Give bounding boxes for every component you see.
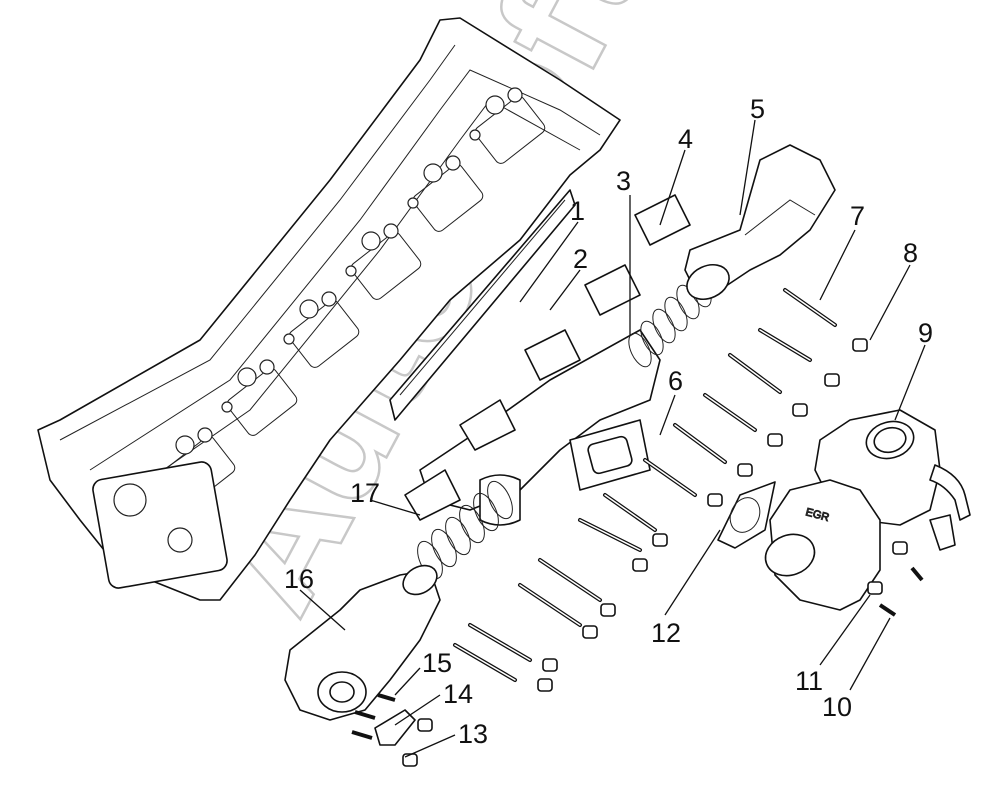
bolt-hole — [221, 401, 233, 413]
valve-hole — [485, 95, 505, 115]
callout-17: 17 — [350, 478, 380, 508]
bolt-hole — [407, 197, 419, 209]
callout-13: 13 — [458, 719, 488, 749]
valve-hole — [507, 87, 523, 103]
seal-ring — [431, 528, 457, 568]
nut — [767, 433, 783, 447]
nut — [792, 403, 808, 417]
nut — [652, 533, 668, 547]
valve-hole — [445, 155, 461, 171]
callout-15: 15 — [422, 648, 452, 678]
stud-highlight — [704, 394, 756, 431]
callout-5: 5 — [750, 94, 765, 124]
bolt-hole — [469, 129, 481, 141]
manifold-gasket — [389, 189, 576, 421]
callout-6: 6 — [668, 366, 683, 396]
seal-ring — [487, 480, 513, 520]
seal-ring — [640, 320, 664, 356]
callout-8: 8 — [903, 238, 918, 268]
callout-7: 7 — [850, 201, 865, 231]
callout-10: 10 — [822, 692, 852, 722]
cylinder-head — [37, 17, 621, 601]
callout-11: 11 — [795, 666, 823, 696]
callout-4: 4 — [678, 124, 693, 154]
callout-14: 14 — [443, 679, 473, 709]
nut — [537, 678, 553, 692]
exhaust-manifold-rear — [684, 144, 836, 301]
callout-3: 3 — [616, 166, 631, 196]
seal-ring — [664, 296, 688, 332]
valve-hole — [361, 231, 381, 251]
turbo-gasket — [717, 481, 776, 549]
callout-labels: 1 2 3 4 5 6 7 8 9 10 11 12 13 14 15 16 1… — [284, 94, 933, 749]
nut — [867, 581, 883, 595]
valve-hole — [197, 427, 213, 443]
seal-ring — [445, 516, 471, 556]
valve-hole — [175, 435, 195, 455]
short-stud — [354, 710, 376, 720]
seal-ring — [652, 308, 676, 344]
stud-highlight — [579, 519, 641, 551]
valve-hole — [383, 223, 399, 239]
callout-16: 16 — [284, 564, 314, 594]
nut — [417, 718, 433, 732]
seal-ring — [473, 492, 499, 532]
stud-highlight — [784, 289, 836, 326]
nut — [737, 463, 753, 477]
nut — [707, 493, 723, 507]
stud-highlight — [454, 644, 516, 681]
seal-ring — [628, 332, 652, 368]
turbocharger: EGR — [764, 409, 971, 611]
stud-highlight — [469, 624, 531, 661]
callout-1: 1 — [570, 196, 585, 226]
seal-ring — [459, 504, 485, 544]
callout-12: 12 — [651, 618, 681, 648]
stud-highlight — [604, 494, 656, 531]
nut — [632, 558, 648, 572]
bolt — [878, 603, 897, 617]
valve-hole — [299, 299, 319, 319]
seal-rings-lower — [417, 480, 513, 580]
short-stud — [351, 730, 373, 740]
nut — [542, 658, 558, 672]
nut — [824, 373, 840, 387]
nut — [892, 541, 908, 555]
stud-highlight — [644, 459, 696, 496]
studs-and-nuts — [351, 288, 924, 767]
valve-hole — [321, 291, 337, 307]
exhaust-manifold-center — [419, 329, 661, 526]
valve-hole — [237, 367, 257, 387]
stud-highlight — [674, 424, 726, 463]
nut — [582, 625, 598, 639]
bolt — [910, 566, 924, 582]
valve-hole — [259, 359, 275, 375]
stud-highlight — [759, 329, 811, 361]
seal-ring — [417, 540, 443, 580]
leader-lines — [299, 119, 926, 758]
callout-9: 9 — [918, 318, 933, 348]
nut — [600, 603, 616, 617]
callout-2: 2 — [573, 244, 588, 274]
stud-highlight — [729, 354, 781, 393]
nut — [852, 338, 868, 352]
short-stud — [377, 693, 396, 702]
stud-highlight — [539, 559, 601, 601]
nut — [402, 753, 418, 767]
exhaust-manifold-front — [284, 564, 441, 721]
valve-hole — [423, 163, 443, 183]
manifold-flanges — [404, 194, 691, 521]
stud-highlight — [519, 584, 581, 626]
bolt-hole — [283, 333, 295, 345]
bolt-hole — [345, 265, 357, 277]
